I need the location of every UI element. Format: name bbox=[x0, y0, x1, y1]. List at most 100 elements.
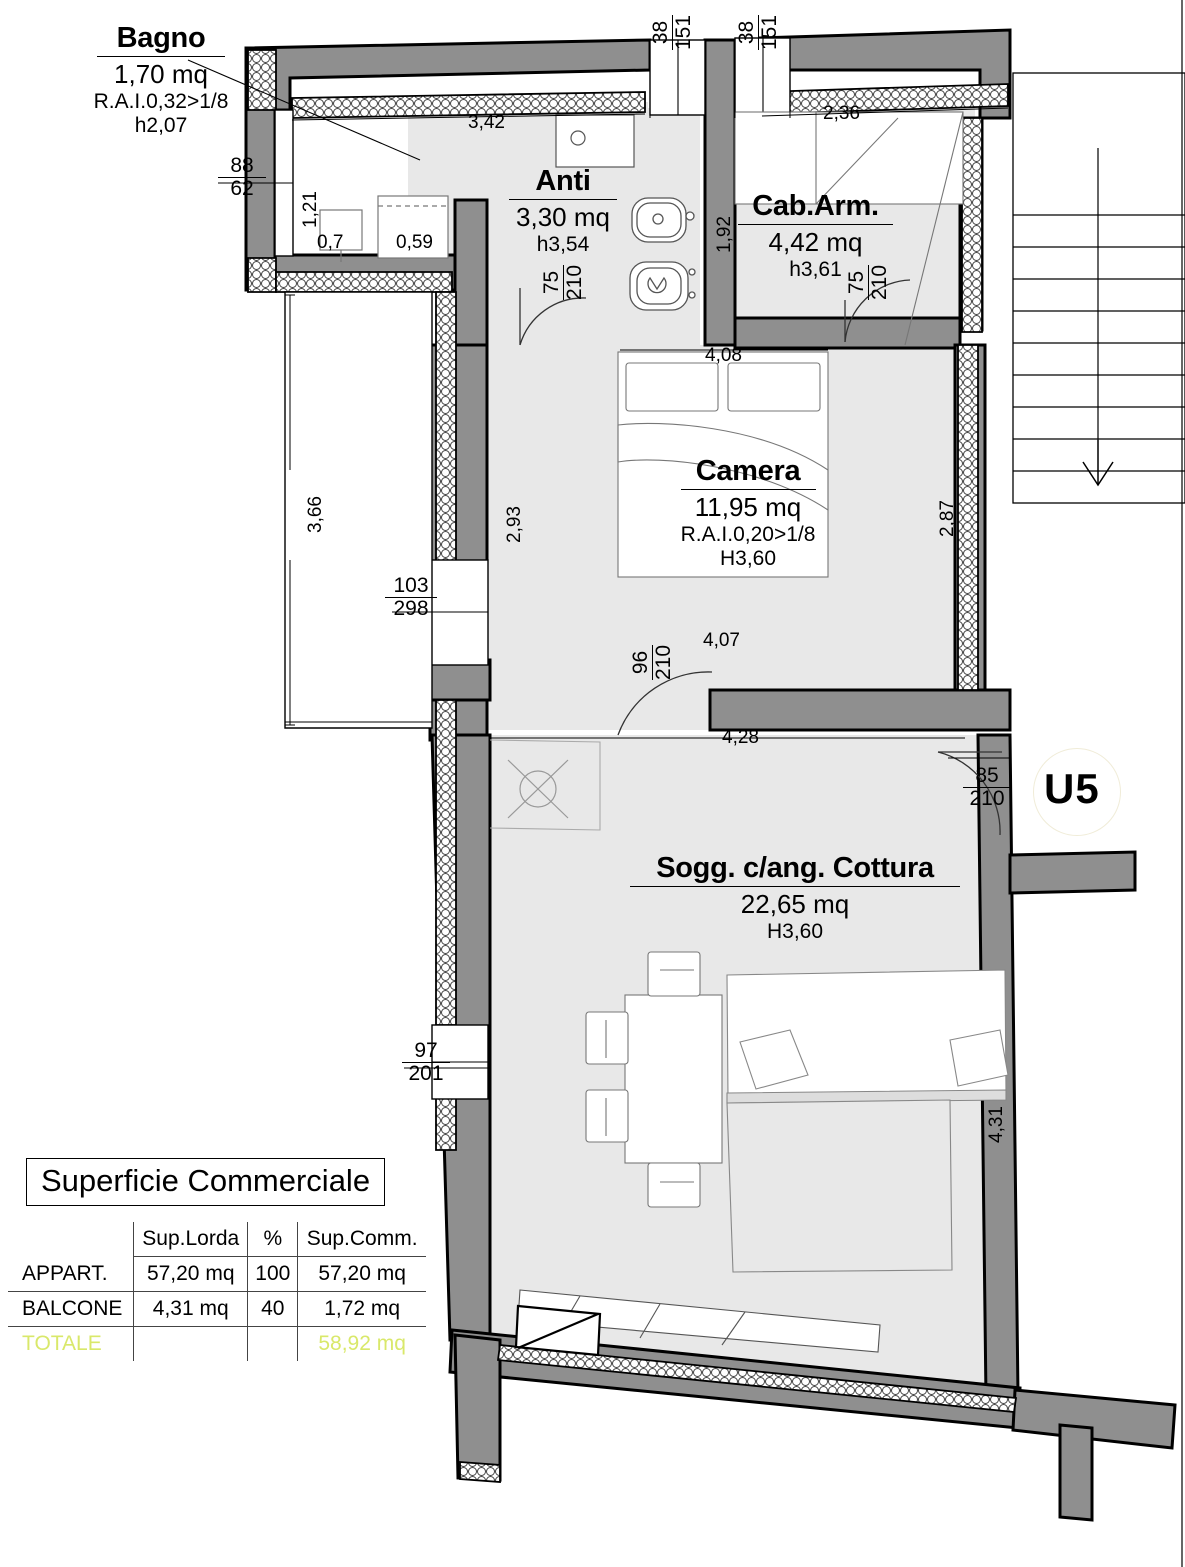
table-title: Superficie Commerciale bbox=[26, 1158, 386, 1206]
cooktop-icon bbox=[507, 759, 569, 819]
bidet-fixture bbox=[631, 197, 695, 243]
dim-1-92: 1,92 bbox=[714, 216, 735, 253]
opening-camera-height: 210 bbox=[652, 644, 676, 680]
wardrobe-unit bbox=[734, 111, 964, 346]
sink-fixture bbox=[555, 114, 635, 168]
dim-2-36: 2,36 bbox=[823, 103, 860, 124]
room-name-anti: Anti bbox=[535, 165, 591, 197]
dim-2-87: 2,87 bbox=[937, 500, 958, 537]
dim-4-31: 4,31 bbox=[986, 1106, 1007, 1143]
opening-terrace-width: 103 bbox=[393, 574, 429, 597]
room-label-camera: Camera 11,95 mq R.A.I.0,20>1/8 H3,60 bbox=[628, 455, 868, 571]
room-label-cabarm: Cab.Arm. 4,42 mq h3,61 bbox=[718, 190, 913, 282]
opening-camera-door: 96 210 bbox=[629, 644, 676, 680]
room-area-soggiorno: 22,65 mq bbox=[740, 889, 850, 919]
table-header-row: Sup.Lorda % Sup.Comm. bbox=[8, 1222, 426, 1257]
opening-entry-door: 85 210 bbox=[963, 764, 1011, 810]
opening-bagno-width: 88 bbox=[230, 154, 254, 177]
row-totale-lorda bbox=[133, 1326, 249, 1361]
room-name-camera: Camera bbox=[695, 455, 801, 487]
room-height-camera: H3,60 bbox=[719, 547, 777, 570]
opening-win1: 38 151 bbox=[649, 14, 696, 50]
dim-4-08: 4,08 bbox=[705, 345, 742, 366]
balcony-step bbox=[514, 1304, 602, 1357]
stair-direction-arrow bbox=[1082, 440, 1114, 487]
opening-win2: 38 151 bbox=[735, 14, 782, 50]
toilet-fixture bbox=[629, 261, 696, 311]
terrace-dim-lines bbox=[285, 294, 432, 726]
row-balcone-lorda: 4,31 mq bbox=[133, 1291, 249, 1327]
unit-badge-circle bbox=[1033, 748, 1121, 836]
row-balcone-pct: 40 bbox=[247, 1291, 299, 1327]
room-area-cabarm: 4,42 mq bbox=[768, 227, 863, 257]
dim-4-28: 4,28 bbox=[722, 727, 759, 748]
opening-cabarm-height: 210 bbox=[868, 264, 892, 300]
stair-treads bbox=[1013, 148, 1185, 472]
row-totale-comm: 58,92 mq bbox=[318, 1332, 406, 1355]
row-balcone-comm: 1,72 mq bbox=[297, 1291, 426, 1327]
opening-win1-width: 38 bbox=[649, 20, 672, 45]
opening-balcony-width: 97 bbox=[414, 1039, 438, 1062]
commercial-area-table: Superficie Commerciale Sup.Lorda % Sup.C… bbox=[8, 1158, 428, 1361]
th-sup-comm: Sup.Comm. bbox=[297, 1222, 426, 1257]
table-row: APPART. 57,20 mq 100 57,20 mq bbox=[8, 1256, 426, 1292]
dim-2-93: 2,93 bbox=[504, 506, 525, 543]
shower-tray bbox=[377, 195, 449, 259]
room-rai-camera: R.A.I.0,20>1/8 bbox=[680, 523, 816, 546]
opening-win2-width: 38 bbox=[735, 20, 758, 45]
room-area-camera: 11,95 mq bbox=[694, 492, 802, 522]
washing-machine bbox=[319, 209, 363, 262]
area-table: Sup.Lorda % Sup.Comm. APPART. 57,20 mq 1… bbox=[8, 1222, 426, 1361]
room-label-anti: Anti 3,30 mq h3,54 bbox=[478, 165, 648, 257]
row-appart-lorda: 57,20 mq bbox=[133, 1256, 249, 1292]
th-percent: % bbox=[247, 1222, 299, 1257]
table-row: BALCONE 4,31 mq 40 1,72 mq bbox=[8, 1291, 426, 1327]
bed-furniture bbox=[617, 351, 829, 578]
th-sup-lorda: Sup.Lorda bbox=[133, 1222, 249, 1257]
dim-1-21: 1,21 bbox=[300, 191, 321, 228]
bagno-leader-line bbox=[187, 59, 421, 161]
terrace bbox=[284, 291, 433, 729]
opening-anti-door: 75 210 bbox=[540, 264, 586, 300]
room-label-soggiorno: Sogg. c/ang. Cottura 22,65 mq H3,60 bbox=[595, 852, 995, 944]
room-name-bagno: Bagno bbox=[116, 22, 206, 54]
dim-0-59: 0,59 bbox=[396, 232, 433, 253]
opening-bagno-height: 62 bbox=[230, 177, 254, 201]
table-row-total: TOTALE 58,92 mq bbox=[8, 1326, 426, 1361]
room-area-anti: 3,30 mq bbox=[516, 202, 610, 232]
row-appart-label: APPART. bbox=[8, 1256, 135, 1292]
row-balcone-label: BALCONE bbox=[8, 1291, 135, 1327]
staircase bbox=[1012, 72, 1185, 504]
room-area-bagno: 1,70 mq bbox=[114, 59, 208, 89]
room-label-bagno: Bagno 1,70 mq R.A.I.0,32>1/8 h2,07 bbox=[56, 22, 266, 138]
kitchen-counter bbox=[489, 739, 601, 831]
row-appart-pct: 100 bbox=[247, 1256, 299, 1292]
opening-balcony-door: 97 201 bbox=[402, 1039, 450, 1085]
row-totale-label: TOTALE bbox=[8, 1326, 135, 1361]
opening-camera-width: 96 bbox=[629, 650, 652, 675]
dimension-ticks bbox=[218, 40, 1010, 1069]
room-height-anti: h3,54 bbox=[536, 233, 590, 256]
row-appart-comm: 57,20 mq bbox=[297, 1256, 426, 1292]
opening-terrace-door: 103 298 bbox=[385, 574, 437, 621]
room-name-cabarm: Cab.Arm. bbox=[752, 190, 879, 222]
dim-3-66: 3,66 bbox=[305, 496, 326, 533]
opening-cabarm-width: 75 bbox=[845, 270, 868, 295]
opening-anti-width: 75 bbox=[540, 270, 563, 295]
opening-win2-height: 151 bbox=[758, 14, 782, 50]
opening-win1-height: 151 bbox=[672, 14, 696, 50]
row-totale-pct bbox=[247, 1326, 299, 1361]
room-height-cabarm: h3,61 bbox=[789, 258, 842, 281]
opening-terrace-height: 298 bbox=[393, 597, 429, 621]
room-height-soggiorno: H3,60 bbox=[766, 920, 824, 943]
room-rai-bagno: R.A.I.0,32>1/8 bbox=[93, 90, 229, 113]
dim-0-7: 0,7 bbox=[317, 232, 344, 253]
opening-entry-width: 85 bbox=[975, 764, 999, 787]
dim-4-07: 4,07 bbox=[703, 630, 740, 651]
dim-3-42: 3,42 bbox=[468, 112, 505, 133]
th-blank bbox=[8, 1222, 135, 1257]
door-swings bbox=[519, 279, 1002, 836]
room-height-bagno: h2,07 bbox=[134, 114, 188, 137]
